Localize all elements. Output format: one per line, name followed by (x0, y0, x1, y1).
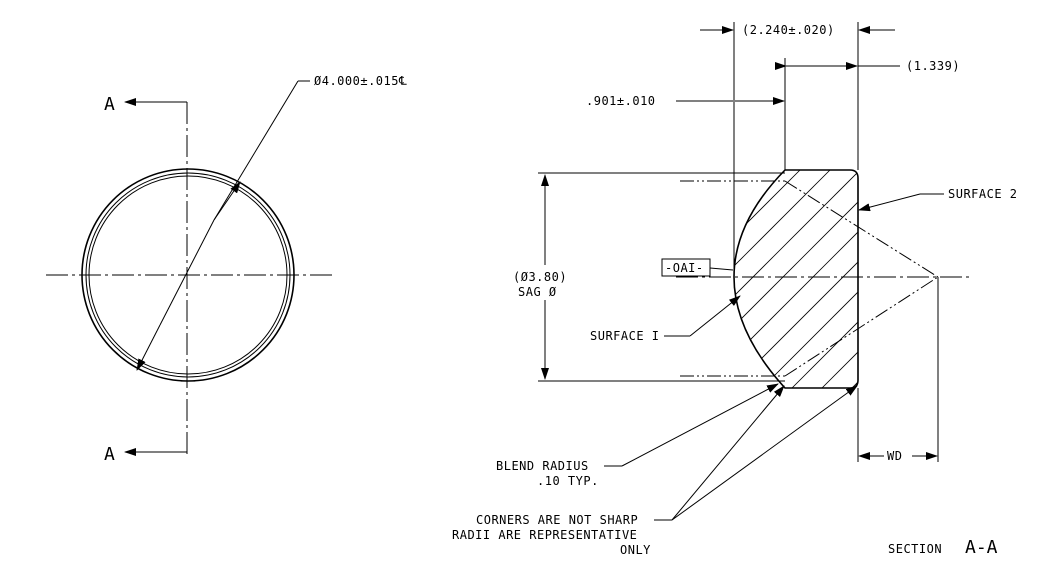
datum-leader (709, 267, 734, 271)
dim-sag-text: (Ø3.80) (513, 270, 567, 284)
blend-radius-leader (621, 383, 779, 467)
lens-mid-circle (85, 172, 291, 378)
surface-2-label: SURFACE 2 (948, 187, 1018, 201)
lens-section-outline (733, 169, 859, 389)
lens-hatching (734, 170, 858, 388)
ray-lower-converging (784, 276, 939, 377)
surface-2-leader (858, 193, 921, 212)
section-word: SECTION (888, 542, 942, 556)
diameter-dimension-line (136, 324, 161, 371)
lens-outer-circle (81, 168, 295, 382)
surface-1-leader (689, 295, 741, 337)
dim-center-text: .901±.010 (586, 94, 656, 108)
blend-radius-line2: .10 TYP. (537, 474, 599, 488)
corners-note-line3: ONLY (620, 543, 651, 557)
front-view: A A Ø4.000±.015℄ (46, 74, 407, 465)
cut-label-top: A (104, 94, 115, 115)
diameter-callout: Ø4.000±.015℄ (314, 74, 407, 88)
section-id: A-A (965, 537, 998, 558)
corners-note-line2: RADII ARE REPRESENTATIVE (452, 528, 637, 542)
datum-box (661, 258, 711, 277)
datum-text: -OAI- (665, 261, 704, 275)
dim-edge-text: (1.339) (906, 59, 960, 73)
dim-overall-text: (2.240±.020) (742, 23, 835, 37)
diameter-center-segment (159, 219, 215, 326)
dim-sag-subtext: SAG Ø (518, 285, 557, 299)
corners-note-line1: CORNERS ARE NOT SHARP (476, 513, 638, 527)
lens-inner-circle (88, 175, 288, 375)
section-view: (2.240±.020) (1.339) .901±.010 (Ø3.80) S… (452, 22, 1018, 558)
diameter-leader (213, 80, 299, 221)
blend-radius-line1: BLEND RADIUS (496, 459, 589, 473)
cut-label-bottom: A (104, 444, 115, 465)
corners-leader-b (671, 385, 858, 521)
dim-wd-text: WD (887, 449, 902, 463)
surface-1-label: SURFACE I (590, 329, 660, 343)
ray-upper-converging (784, 180, 939, 278)
corners-leader-a (671, 385, 785, 521)
